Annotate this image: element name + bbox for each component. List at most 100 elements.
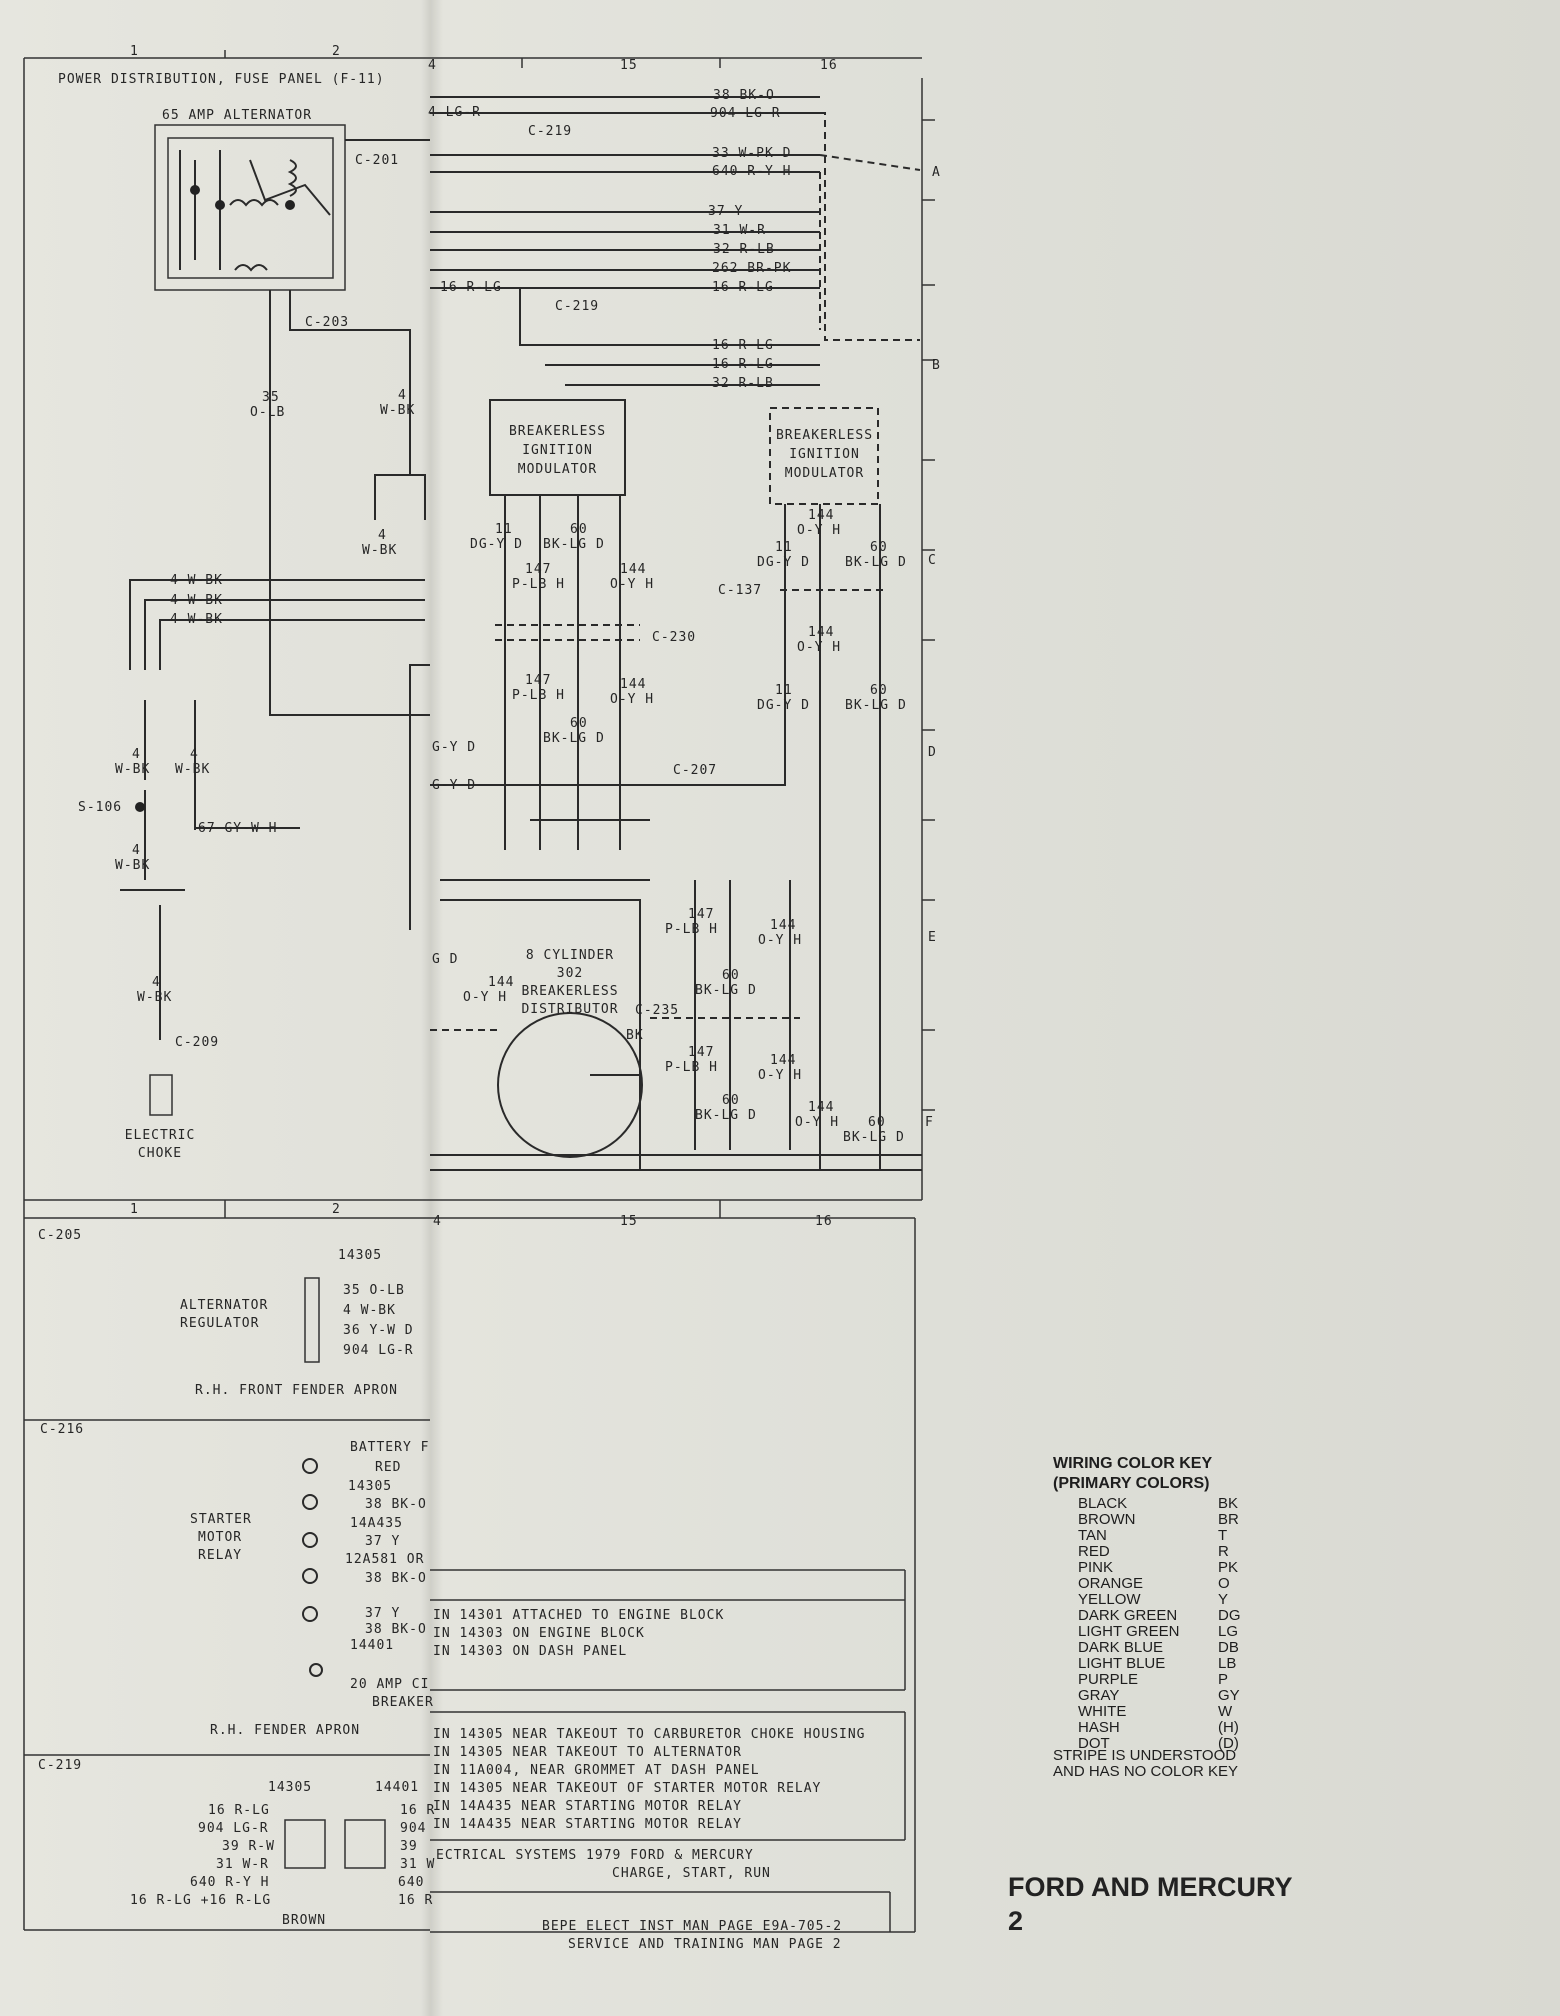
color-key-name: HASH	[1078, 1719, 1120, 1736]
color-key-code: O	[1218, 1575, 1230, 1592]
color-key-code: (H)	[1218, 1719, 1239, 1736]
mod1-144-num: 144	[620, 562, 647, 577]
row-label-c: C	[928, 553, 937, 568]
wire-38-bk-o: 38 BK-O	[713, 88, 775, 103]
wire-35-color: O-LB	[250, 405, 286, 420]
connector-c137: C-137	[718, 583, 763, 598]
inset-c205-id: C-205	[38, 1228, 83, 1243]
color-key-name: PINK	[1078, 1559, 1114, 1576]
col-label-2-bottom: 2	[332, 1202, 341, 1217]
dist-144-num: 144	[488, 975, 515, 990]
inset-c219-part-left: 14305	[268, 1780, 313, 1795]
color-key-name: LIGHT GREEN	[1078, 1623, 1180, 1640]
wire-4-color-e: W-BK	[115, 858, 151, 873]
connector-c201: C-201	[355, 153, 400, 168]
brand-page-number: 2	[1008, 1906, 1024, 1936]
color-key-code: LG	[1218, 1623, 1239, 1640]
inset-c205-location: R.H. FRONT FENDER APRON	[195, 1383, 399, 1398]
dist-147-num: 147	[688, 907, 715, 922]
wire-67-gy-w: 67 GY-W H	[198, 821, 278, 836]
connector-c219-b: C-219	[555, 299, 600, 314]
inset-c219-part-right: 14401	[375, 1780, 420, 1795]
mod2-11-color-b: DG-Y D	[757, 698, 810, 713]
inset-c219-lpin-6: 16 R-LG +16 R-LG	[130, 1893, 272, 1908]
color-key-name: WHITE	[1078, 1703, 1127, 1720]
wire-4-w-bk-3: 4 W-BK	[170, 612, 223, 627]
connector-c219-a: C-219	[528, 124, 573, 139]
col-label-16-bottom: 16	[815, 1214, 833, 1229]
inset-c216-term-13: BREAKER	[372, 1695, 434, 1710]
alternator-label: 65 AMP ALTERNATOR	[162, 108, 313, 123]
mod1-60-num: 60	[570, 522, 588, 537]
dist-60-color-b: BK-LG D	[695, 1108, 757, 1123]
right-wiring	[430, 96, 922, 1171]
modulator-2-line-1: BREAKERLESS	[775, 428, 874, 443]
inset-c219-rpin-3: 39	[400, 1839, 418, 1854]
mod1-147-color-b: P-LB H	[512, 688, 565, 703]
location-2-line-4: IN 14305 NEAR TAKEOUT OF STARTER MOTOR R…	[433, 1781, 822, 1796]
color-key-code: BK	[1218, 1495, 1239, 1512]
color-key-subtitle: (PRIMARY COLORS)	[1053, 1475, 1210, 1492]
wire-640-r-y: 640 R-Y H	[712, 164, 792, 179]
mod1-144-color: O-Y H	[610, 577, 655, 592]
color-key-title: WIRING COLOR KEY	[1053, 1455, 1213, 1472]
inset-c216-device-2: MOTOR	[198, 1530, 243, 1545]
wire-4-w-bk-1: 4 W-BK	[170, 573, 223, 588]
connector-c207: C-207	[673, 763, 718, 778]
color-key-name: TAN	[1078, 1527, 1107, 1544]
inset-c219-lpin-4: 31 W-R	[216, 1857, 269, 1872]
color-key-name: DARK GREEN	[1078, 1607, 1178, 1624]
color-key-code: P	[1218, 1671, 1229, 1688]
page-ref-2: SERVICE AND TRAINING MAN PAGE 2	[568, 1937, 842, 1952]
inset-c219-rpin-4: 31 W	[400, 1857, 436, 1872]
color-key-code: BR	[1218, 1511, 1239, 1528]
color-key-code: GY	[1218, 1687, 1240, 1704]
mod1-147-num-b: 147	[525, 673, 552, 688]
wire-32-r-lb: 32 R-LB	[713, 242, 775, 257]
wire-37-y: 37 Y	[708, 204, 744, 219]
mod1-60-num-b: 60	[570, 716, 588, 731]
distributor-line-1: 8 CYLINDER	[525, 948, 615, 963]
dist-147-num-b: 147	[688, 1045, 715, 1060]
mod1-11-num: 11	[495, 522, 513, 537]
mod1-144-num-b: 144	[620, 677, 647, 692]
inset-c205-pin-3: 36 Y-W D	[343, 1323, 414, 1338]
mod1-147-color: P-LB H	[512, 577, 565, 592]
inset-c219-rpin-5: 640	[398, 1875, 425, 1890]
wire-dg-y-a: G-Y D	[432, 740, 477, 755]
splice-s106: S-106	[78, 800, 123, 815]
inset-c216-term-6: 37 Y	[365, 1534, 401, 1549]
col-label-1: 1	[130, 44, 139, 59]
inset-c216-term-11: 14401	[350, 1638, 395, 1653]
inset-c219-lpin-2: 904 LG-R	[198, 1821, 269, 1836]
wire-4-num-d: 4	[190, 747, 199, 762]
color-key-code: W	[1218, 1703, 1233, 1720]
color-key-code: Y	[1218, 1591, 1229, 1608]
wire-4-num-e: 4	[132, 843, 141, 858]
row-label-d: D	[928, 745, 937, 760]
inset-c219-lpin-1: 16 R-LG	[208, 1803, 270, 1818]
wire-4-num-f: 4	[152, 975, 161, 990]
location-2-line-3: IN 11A004, NEAR GROMMET AT DASH PANEL	[433, 1763, 760, 1778]
inset-c216-term-9: 37 Y	[365, 1606, 401, 1621]
mod2-11-num-b: 11	[775, 683, 793, 698]
mod2-144-num-b: 144	[808, 625, 835, 640]
mod1-144-color-b: O-Y H	[610, 692, 655, 707]
wire-16-r-lg-left: 16 R-LG	[440, 280, 502, 295]
connector-c230: C-230	[652, 630, 697, 645]
location-2-line-6: IN 14A435 NEAR STARTING MOTOR RELAY	[433, 1817, 742, 1832]
location-2-line-1: IN 14305 NEAR TAKEOUT TO CARBURETOR CHOK…	[433, 1727, 866, 1742]
inset-c205-pin-1: 35 O-LB	[343, 1283, 405, 1298]
page-ref-1: BEPE ELECT INST MAN PAGE E9A-705-2	[542, 1919, 843, 1934]
wire-31-w-r: 31 W-R	[713, 223, 766, 238]
inset-c219-bottom: BROWN	[282, 1913, 327, 1928]
col-label-16: 16	[820, 58, 838, 73]
inset-c205-device-1: ALTERNATOR	[180, 1298, 269, 1313]
color-key-name: YELLOW	[1078, 1591, 1141, 1608]
color-key-code: (D)	[1218, 1735, 1239, 1752]
brand-name: FORD AND MERCURY	[1008, 1872, 1293, 1902]
col-label-14: 4	[428, 58, 437, 73]
inset-c216-term-5: 14A435	[350, 1516, 403, 1531]
location-1-line-2: IN 14303 ON ENGINE BLOCK	[433, 1626, 645, 1641]
dist-144-color-d: O-Y H	[795, 1115, 840, 1130]
